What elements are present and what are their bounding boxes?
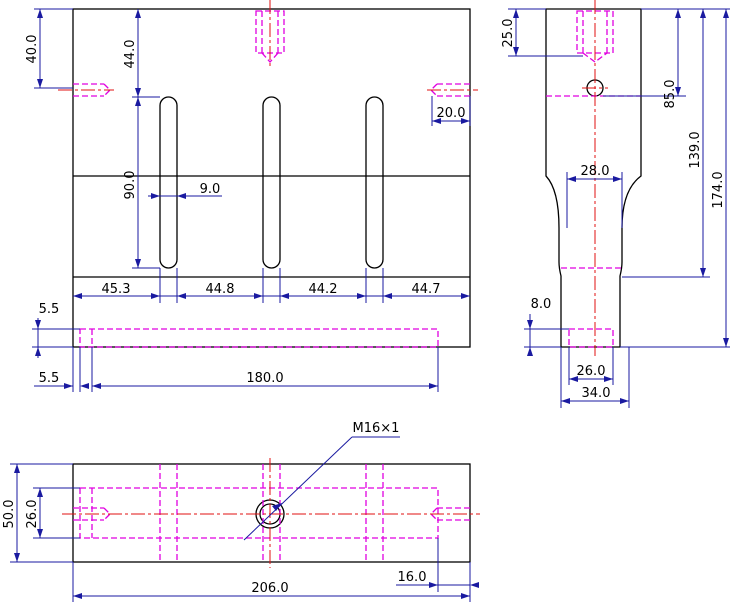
side-bottom-groove [568, 328, 614, 348]
front-left-side-hole [58, 83, 114, 97]
dim-20-text: 20.0 [437, 106, 466, 121]
dim-5-5-h-text: 5.5 [39, 371, 60, 386]
dim-44-8-text: 44.8 [206, 282, 235, 297]
dim-26-top-text: 26.0 [25, 500, 40, 529]
dim-8-text: 8.0 [531, 297, 552, 312]
dim-85-text: 85.0 [663, 80, 678, 109]
dim-44-7-text: 44.7 [412, 282, 441, 297]
dim-chain-slots: 45.3 44.8 44.2 44.7 [73, 268, 470, 303]
front-right-side-hole [427, 83, 478, 97]
dim-90: 90.0 [123, 97, 160, 269]
dim-9: 9.0 [148, 182, 222, 199]
slot-3 [365, 96, 384, 269]
dim-26-top: 26.0 [25, 487, 80, 539]
front-top-threaded-hole [255, 0, 285, 66]
dim-20: 20.0 [431, 96, 471, 126]
dim-34: 34.0 [560, 347, 630, 408]
dim-44-text: 44.0 [123, 40, 138, 69]
dim-45-3-text: 45.3 [102, 282, 131, 297]
thread-callout: M16×1 [243, 421, 400, 541]
dim-40-text: 40.0 [25, 35, 40, 64]
dim-5-5-vertical: 5.5 [32, 302, 80, 358]
dim-28-text: 28.0 [581, 164, 610, 179]
dim-50: 50.0 [2, 463, 73, 563]
side-view: 25.0 85.0 139.0 174.0 [501, 0, 730, 408]
dim-8: 8.0 [524, 297, 569, 356]
dim-16-text: 16.0 [398, 570, 427, 585]
dim-5-5-horizontal: 5.5 [34, 347, 439, 392]
dim-26-side-text: 26.0 [577, 364, 606, 379]
front-view: 40.0 44.0 90.0 9.0 [25, 0, 478, 392]
dim-26-side: 26.0 [568, 347, 614, 385]
dim-44-2-text: 44.2 [309, 282, 338, 297]
slot-2 [262, 96, 281, 269]
dim-25: 25.0 [501, 8, 583, 57]
dim-206-text: 206.0 [251, 581, 288, 596]
dim-206: 206.0 [72, 562, 470, 602]
dim-139-text: 139.0 [688, 131, 703, 168]
dim-44: 44.0 [123, 9, 160, 98]
slot-1 [159, 96, 178, 269]
top-view-outline [72, 463, 471, 563]
dim-174: 174.0 [620, 9, 730, 348]
dim-16: 16.0 [396, 538, 479, 602]
dim-139: 139.0 [622, 9, 710, 278]
dim-50-text: 50.0 [2, 500, 17, 529]
dim-40: 40.0 [25, 8, 73, 89]
dim-34-text: 34.0 [582, 386, 611, 401]
thread-callout-text: M16×1 [353, 421, 400, 436]
dim-90-text: 90.0 [123, 171, 138, 200]
dim-180: 180.0 [92, 371, 438, 389]
front-bottom-groove [79, 328, 439, 348]
dim-9-text: 9.0 [200, 182, 221, 197]
top-view: M16×1 50.0 26.0 16.0 [2, 421, 480, 602]
dim-180-text: 180.0 [246, 371, 283, 386]
dim-25-text: 25.0 [501, 19, 516, 48]
dim-85: 85.0 [603, 8, 730, 109]
dim-174-text: 174.0 [711, 171, 726, 208]
dim-28: 28.0 [566, 164, 623, 228]
dim-5-5-v-text: 5.5 [39, 302, 60, 317]
top-hidden-features [73, 464, 470, 562]
